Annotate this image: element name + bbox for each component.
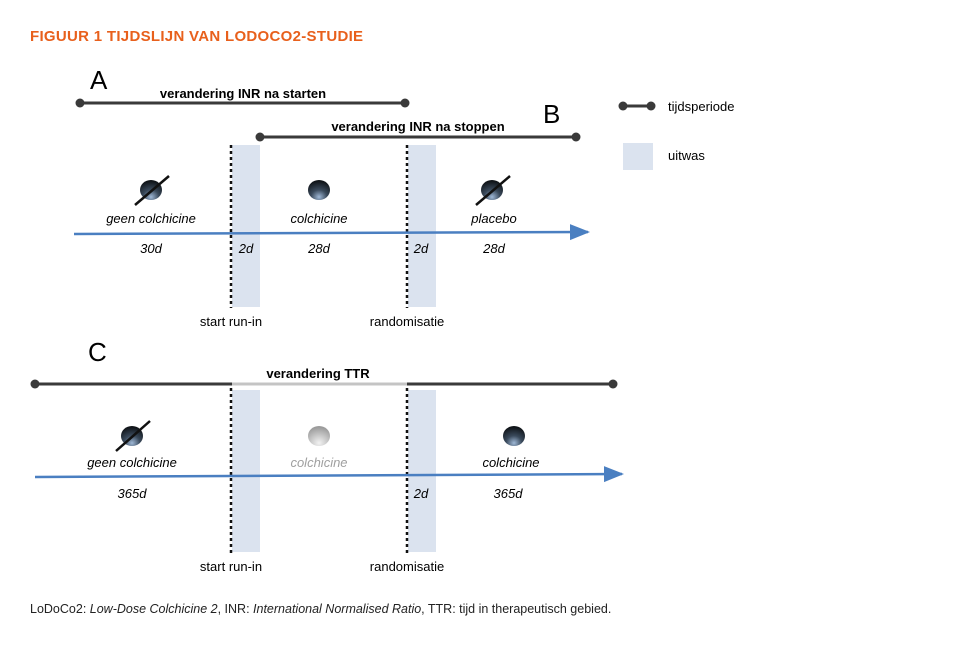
caption-text: LoDoCo2:	[30, 602, 90, 616]
phase-label: colchicine	[290, 211, 347, 226]
period-endpoint	[400, 98, 410, 108]
phase-duration: 365d	[494, 486, 524, 501]
phase-duration: 30d	[140, 241, 162, 256]
legend-washout-label: uitwas	[668, 148, 705, 163]
pill-crossed-icon	[115, 420, 151, 452]
figure-caption: LoDoCo2: Low-Dose Colchicine 2, INR: Int…	[30, 602, 611, 616]
phase-label: colchicine	[482, 455, 539, 470]
panel-letter-c: C	[88, 337, 107, 367]
pill-faded-icon	[308, 426, 330, 446]
period-c-label: verandering TTR	[266, 366, 370, 381]
caption-text: , INR:	[217, 602, 254, 616]
period-endpoint	[30, 379, 40, 389]
legend-endpoint	[618, 101, 628, 111]
period-b-label: verandering INR na stoppen	[331, 119, 504, 134]
phase-duration: 28d	[307, 241, 330, 256]
period-endpoint	[255, 132, 265, 142]
marker-label-run-in: start run-in	[200, 559, 262, 574]
pill-icon	[308, 180, 330, 200]
panel-letter-b: B	[543, 99, 560, 129]
legend-period-label: tijdsperiode	[668, 99, 735, 114]
phase-label: placebo	[470, 211, 517, 226]
phase-duration: 28d	[482, 241, 505, 256]
timeline-arrow	[34, 466, 624, 483]
period-endpoint	[75, 98, 85, 108]
period-endpoint	[571, 132, 581, 142]
phase-duration: 2d	[413, 241, 429, 256]
washout-band	[408, 145, 436, 307]
washout-band	[232, 145, 260, 307]
marker-label-randomisation: randomisatie	[370, 559, 444, 574]
phase-duration: 365d	[118, 486, 148, 501]
figure-title: FIGUUR 1 TIJDSLIJN VAN LODOCO2-STUDIE	[30, 28, 364, 45]
phase-label: geen colchicine	[106, 211, 196, 226]
marker-label-randomisation: randomisatie	[370, 314, 444, 329]
phase-duration: 2d	[413, 486, 429, 501]
panel-letter-a: A	[90, 65, 108, 95]
caption-term: Low-Dose Colchicine 2	[89, 602, 218, 616]
pill-crossed-icon	[134, 175, 170, 206]
washout-band	[408, 390, 436, 552]
period-endpoint	[608, 379, 618, 389]
pill-crossed-icon	[475, 175, 511, 206]
period-a-label: verandering INR na starten	[160, 86, 326, 101]
phase-duration: 2d	[238, 241, 254, 256]
washout-band	[232, 390, 260, 552]
pill-icon	[503, 426, 525, 446]
phase-label-faded: colchicine	[290, 455, 347, 470]
caption-text: , TTR: tijd in therapeutisch gebied.	[421, 602, 612, 616]
phase-label: geen colchicine	[87, 455, 177, 470]
legend-washout-swatch	[623, 143, 653, 170]
marker-label-run-in: start run-in	[200, 314, 262, 329]
timeline-arrow	[73, 224, 590, 241]
caption-term: International Normalised Ratio	[253, 602, 422, 616]
legend-endpoint	[646, 101, 656, 111]
